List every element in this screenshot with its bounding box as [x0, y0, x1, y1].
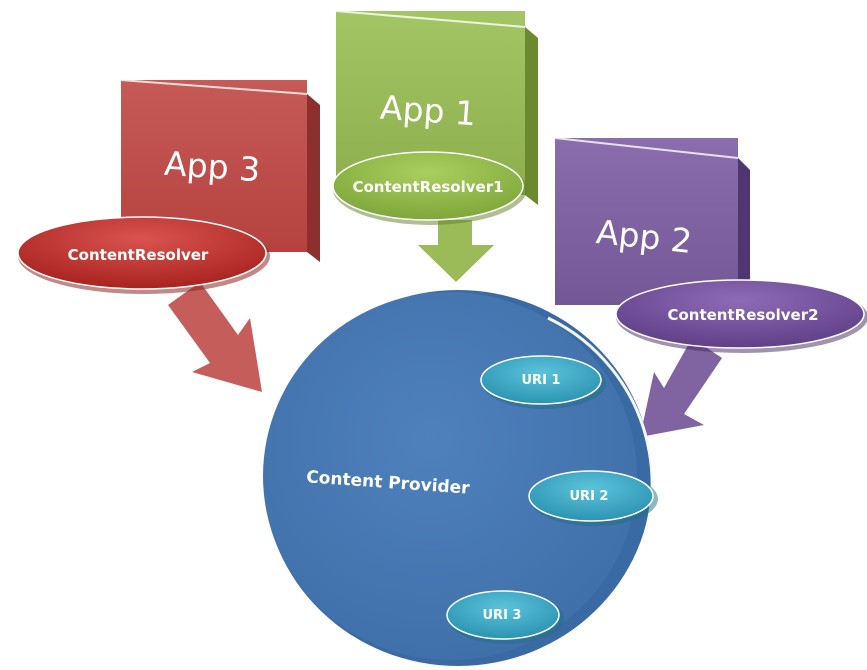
uri1-label: URI 1: [522, 373, 561, 388]
content-resolver2-label: ContentResolver2: [667, 306, 818, 324]
content-resolver-ellipse: [17, 216, 270, 294]
app1-label: App 1: [379, 88, 477, 134]
app3-label: App 3: [163, 144, 261, 190]
content-resolver2-ellipse: [615, 279, 867, 353]
arrow-app2-to-provider: [640, 338, 722, 437]
content-resolver-label: ContentResolver: [68, 246, 209, 264]
uri3-oval: [446, 590, 564, 644]
arrow-app3-to-provider: [168, 282, 262, 392]
content-resolver1-label: ContentResolver1: [352, 178, 503, 196]
uri2-label: URI 2: [570, 489, 609, 504]
app2-box: [554, 137, 750, 315]
uri3-label: URI 3: [483, 608, 522, 623]
uri2-oval: [528, 470, 658, 526]
content-resolver1-ellipse: [332, 151, 527, 225]
arrow-app1-to-provider: [418, 220, 494, 282]
uri1-oval: [480, 355, 606, 409]
